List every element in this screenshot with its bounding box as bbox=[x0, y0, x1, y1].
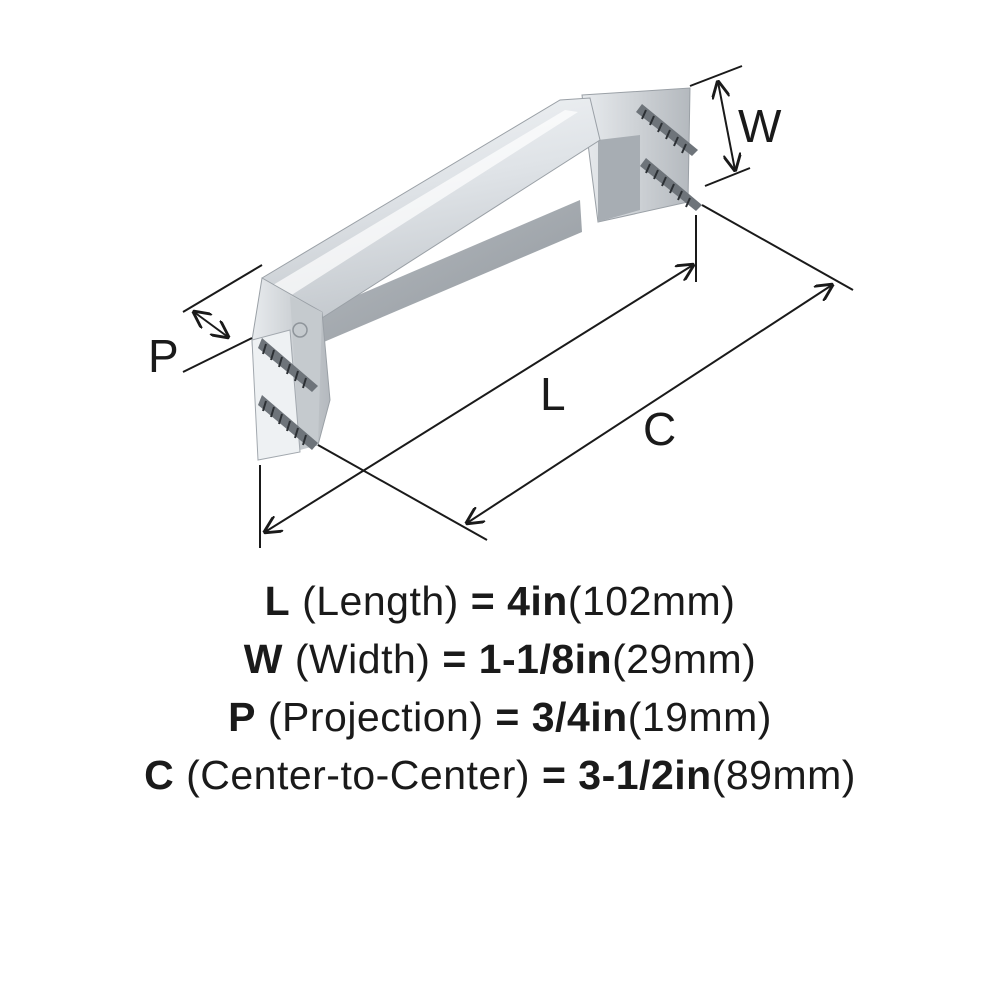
spec-center-to-center: C (Center-to-Center) = 3-1/2in(89mm) bbox=[0, 746, 1000, 804]
spec-equals: = bbox=[442, 636, 467, 682]
spec-metric-value: (29mm) bbox=[612, 636, 757, 682]
w-extension-bottom bbox=[704, 167, 751, 187]
spec-name: (Width) bbox=[294, 636, 431, 682]
c-label: C bbox=[643, 403, 676, 455]
spec-metric-value: (89mm) bbox=[711, 752, 856, 798]
p-dimension-arrow bbox=[194, 312, 228, 337]
spec-letter: C bbox=[144, 752, 175, 798]
p-label: P bbox=[148, 330, 179, 382]
spec-name: (Projection) bbox=[267, 694, 484, 740]
spec-name: (Length) bbox=[302, 578, 459, 624]
spec-name: (Center-to-Center) bbox=[186, 752, 531, 798]
spec-letter: L bbox=[264, 578, 291, 624]
w-dimension-arrow bbox=[718, 82, 735, 170]
spec-letter: P bbox=[228, 694, 256, 740]
c-extension-right bbox=[701, 204, 854, 291]
spec-imperial-value: 3-1/2in bbox=[578, 752, 712, 798]
spec-equals: = bbox=[541, 752, 567, 798]
p-extension-bottom bbox=[182, 337, 253, 373]
dimension-lines bbox=[182, 65, 854, 548]
spec-width: W (Width) = 1-1/8in(29mm) bbox=[0, 630, 1000, 688]
spec-projection: P (Projection) = 3/4in(19mm) bbox=[0, 688, 1000, 746]
spec-length: L (Length) = 4in(102mm) bbox=[0, 572, 1000, 630]
c-dimension-arrow bbox=[467, 285, 832, 523]
spec-letter: W bbox=[243, 636, 283, 682]
screw-right-top bbox=[636, 104, 698, 156]
spec-metric-value: (102mm) bbox=[567, 578, 736, 624]
spec-imperial-value: 3/4in bbox=[531, 694, 628, 740]
spec-equals: = bbox=[470, 578, 496, 624]
screw-right-bottom bbox=[640, 158, 702, 211]
spec-imperial-value: 1-1/8in bbox=[478, 636, 613, 682]
spec-metric-value: (19mm) bbox=[627, 694, 772, 740]
c-extension-left bbox=[317, 444, 488, 541]
spec-imperial-value: 4in bbox=[507, 578, 568, 624]
spec-equals: = bbox=[495, 694, 520, 740]
dimension-specs: L (Length) = 4in(102mm) W (Width) = 1-1/… bbox=[0, 572, 1000, 804]
p-extension-top bbox=[182, 264, 263, 313]
w-extension-top bbox=[689, 65, 743, 87]
l-label: L bbox=[540, 368, 566, 420]
cabinet-pull-diagram: W P L C bbox=[148, 65, 854, 548]
w-label: W bbox=[738, 100, 782, 152]
